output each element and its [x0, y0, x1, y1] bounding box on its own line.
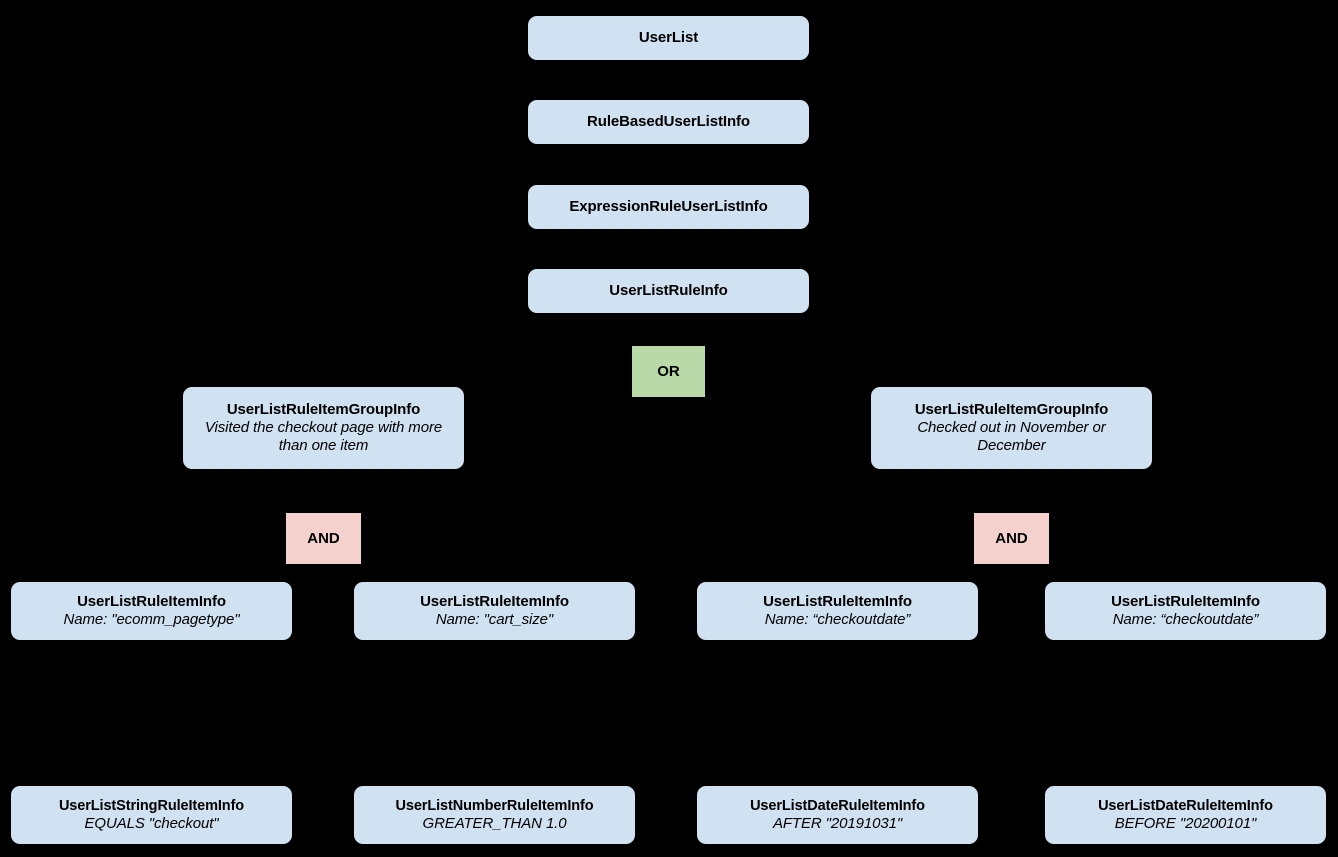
node-rule-item-group-left[interactable]: UserListRuleItemGroupInfo Visited the ch…	[182, 386, 465, 470]
node-title: UserListRuleItemGroupInfo	[226, 401, 421, 419]
node-title: RuleBasedUserListInfo	[587, 113, 750, 131]
node-detail: BEFORE "20200101"	[1114, 814, 1257, 832]
node-title: UserListRuleItemGroupInfo	[914, 401, 1109, 419]
operator-label: AND	[307, 529, 340, 547]
node-rule-based-user-list-info[interactable]: RuleBasedUserListInfo	[527, 99, 810, 145]
node-detail: Name: “checkoutdate”	[764, 611, 911, 628]
node-rule-item-checkoutdate-after[interactable]: UserListRuleItemInfo Name: “checkoutdate…	[696, 581, 979, 641]
node-title: UserListStringRuleItemInfo	[58, 797, 245, 814]
operator-or[interactable]: OR	[631, 345, 706, 398]
node-title: ExpressionRuleUserListInfo	[569, 198, 768, 216]
node-date-rule-item-info-before[interactable]: UserListDateRuleItemInfo BEFORE "2020010…	[1044, 785, 1327, 845]
node-detail: Name: “checkoutdate”	[1112, 611, 1259, 628]
node-rule-item-cart-size[interactable]: UserListRuleItemInfo Name: "cart_size"	[353, 581, 636, 641]
node-date-rule-item-info-after[interactable]: UserListDateRuleItemInfo AFTER "20191031…	[696, 785, 979, 845]
node-detail: AFTER "20191031"	[772, 814, 903, 832]
node-title: UserListRuleItemInfo	[763, 593, 912, 611]
operator-label: OR	[657, 362, 680, 380]
node-user-list-rule-info[interactable]: UserListRuleInfo	[527, 268, 810, 314]
node-user-list[interactable]: UserList	[527, 15, 810, 61]
operator-and-right[interactable]: AND	[973, 512, 1050, 565]
node-expression-rule-user-list-info[interactable]: ExpressionRuleUserListInfo	[527, 184, 810, 230]
node-title: UserListRuleItemInfo	[1111, 593, 1260, 611]
node-rule-item-ecomm-pagetype[interactable]: UserListRuleItemInfo Name: "ecomm_pagety…	[10, 581, 293, 641]
node-detail: EQUALS "checkout"	[84, 814, 219, 832]
node-title: UserListDateRuleItemInfo	[1098, 797, 1273, 814]
operator-and-left[interactable]: AND	[285, 512, 362, 565]
node-detail: Name: "cart_size"	[435, 611, 554, 628]
node-rule-item-group-right[interactable]: UserListRuleItemGroupInfo Checked out in…	[870, 386, 1153, 470]
node-rule-item-checkoutdate-before[interactable]: UserListRuleItemInfo Name: “checkoutdate…	[1044, 581, 1327, 641]
node-detail: Name: "ecomm_pagetype"	[63, 611, 240, 628]
node-string-rule-item-info[interactable]: UserListStringRuleItemInfo EQUALS "check…	[10, 785, 293, 845]
node-title: UserListNumberRuleItemInfo	[395, 797, 594, 814]
node-title: UserList	[638, 29, 699, 47]
node-description: Visited the checkout page with more than…	[204, 419, 443, 454]
node-number-rule-item-info[interactable]: UserListNumberRuleItemInfo GREATER_THAN …	[353, 785, 636, 845]
node-description: Checked out in November or December	[917, 419, 1106, 454]
node-title: UserListRuleItemInfo	[77, 593, 226, 611]
operator-label: AND	[995, 529, 1028, 547]
node-title: UserListDateRuleItemInfo	[750, 797, 925, 814]
node-title: UserListRuleInfo	[609, 282, 728, 300]
node-detail: GREATER_THAN 1.0	[422, 814, 567, 832]
node-title: UserListRuleItemInfo	[420, 593, 569, 611]
